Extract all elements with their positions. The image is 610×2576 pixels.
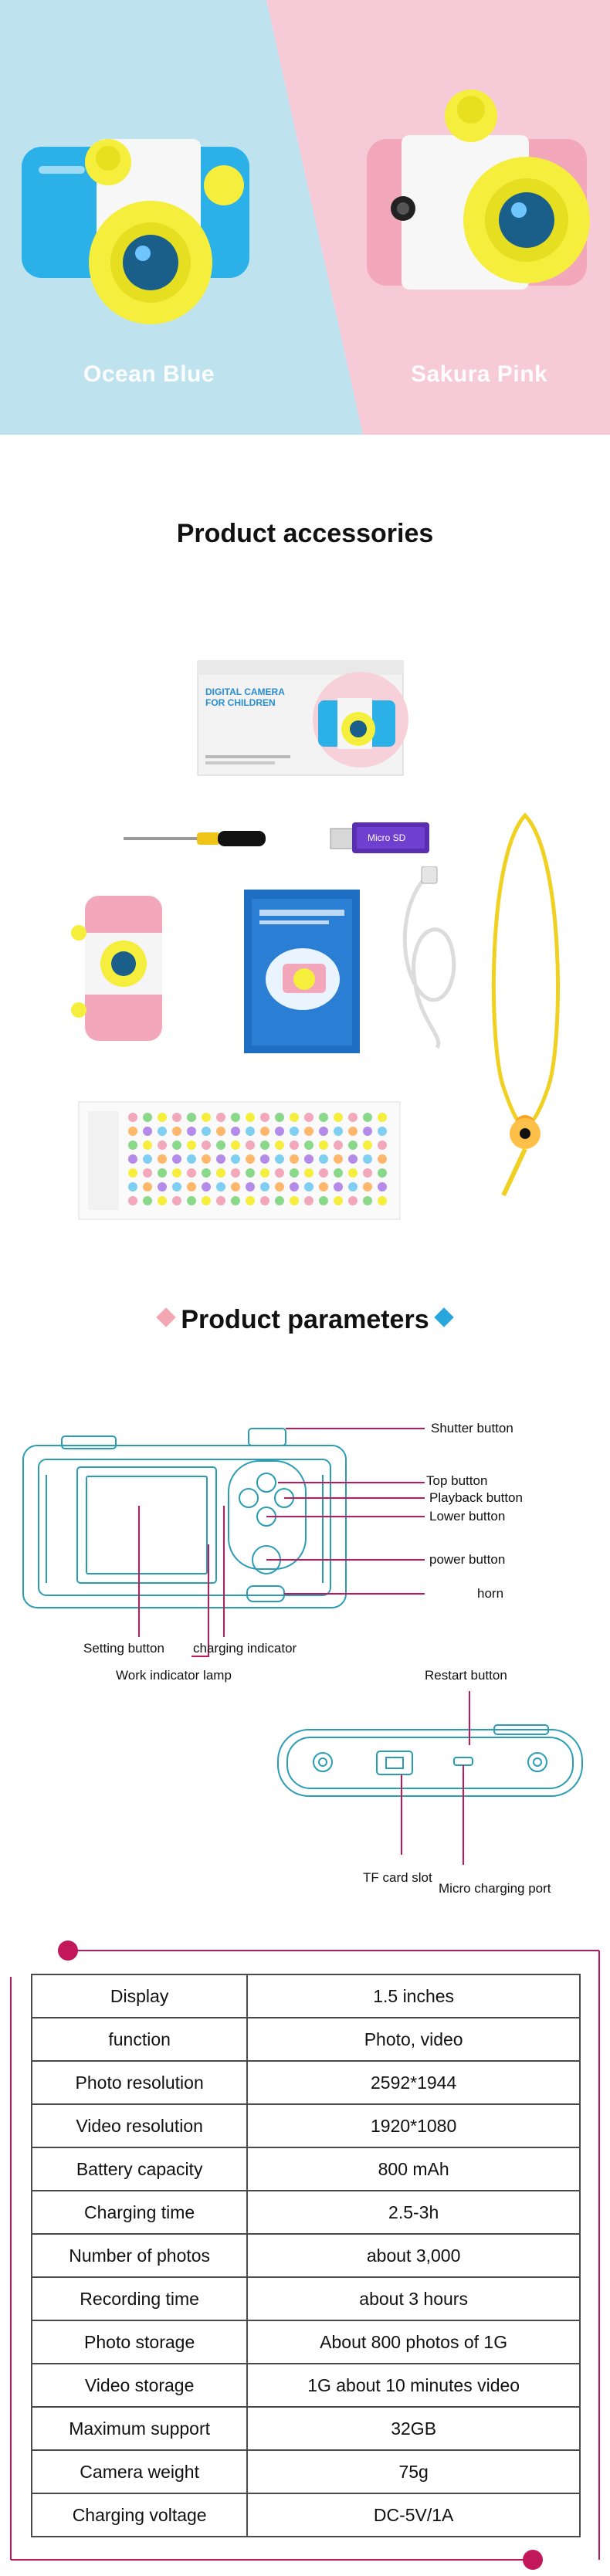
hero-label-sakura-pink: Sakura Pink xyxy=(411,361,548,387)
spec-value: 800 mAh xyxy=(246,2147,581,2191)
spec-key: function xyxy=(30,2017,249,2062)
callout-restart: Restart button xyxy=(425,1668,507,1683)
spec-key: Number of photos xyxy=(30,2233,249,2278)
callout-lower: Lower button xyxy=(429,1509,506,1524)
spec-key: Video storage xyxy=(30,2363,249,2408)
spec-key: Video resolution xyxy=(30,2103,249,2148)
hero-label-ocean-blue: Ocean Blue xyxy=(83,361,215,387)
spec-value: about 3,000 xyxy=(246,2233,581,2278)
spec-value: about 3 hours xyxy=(246,2276,581,2321)
diamond-blue-icon xyxy=(433,1307,454,1327)
callout-charging: charging indicator xyxy=(193,1641,297,1656)
callout-power: power button xyxy=(429,1552,506,1567)
frame-dot-bottom-icon xyxy=(523,2550,543,2570)
callout-micro-port: Micro charging port xyxy=(439,1881,551,1896)
spec-value: 32GB xyxy=(246,2406,581,2451)
card-reader-text: Micro SD xyxy=(368,832,406,843)
spec-key: Photo storage xyxy=(30,2320,249,2364)
diamond-pink-icon xyxy=(156,1307,177,1327)
accessories-title: Product accessories xyxy=(176,519,434,548)
spec-key: Recording time xyxy=(30,2276,249,2321)
hero-banner: Ocean Blue Sakura Pink xyxy=(0,0,610,435)
screwdriver-icon xyxy=(124,823,270,854)
camera-front-diagram: Shutter button Top button Playback butto… xyxy=(0,1390,610,1695)
box-title-line1: DIGITAL CAMERA xyxy=(205,686,285,697)
hero-illustration xyxy=(0,0,610,435)
callout-playback: Playback button xyxy=(429,1490,523,1505)
lanyard-icon xyxy=(473,809,581,1211)
callout-top: Top button xyxy=(426,1473,488,1488)
camera-sakura-pink-icon xyxy=(367,90,590,290)
callout-work-lamp: Work indicator lamp xyxy=(116,1668,232,1683)
spec-value: 1G about 10 minutes video xyxy=(246,2363,581,2408)
frame-dot-top-icon xyxy=(58,1940,78,1961)
camera-bottom-diagram: Restart button TF card slot Micro chargi… xyxy=(0,1660,610,1911)
spec-key: Charging voltage xyxy=(30,2493,249,2537)
spec-key: Maximum support xyxy=(30,2406,249,2451)
spec-value: About 800 photos of 1G xyxy=(246,2320,581,2364)
card-reader-icon: Micro SD xyxy=(326,815,434,858)
callout-shutter: Shutter button xyxy=(431,1421,513,1435)
spec-frame xyxy=(0,1938,610,2576)
spec-value: DC-5V/1A xyxy=(246,2493,581,2537)
product-box: DIGITAL CAMERA FOR CHILDREN xyxy=(195,658,411,780)
spec-value: 2.5-3h xyxy=(246,2190,581,2235)
camera-ocean-blue-icon xyxy=(22,139,249,324)
spec-key: Photo resolution xyxy=(30,2060,249,2105)
callout-horn: horn xyxy=(477,1586,504,1601)
spec-value: 1920*1080 xyxy=(246,2103,581,2148)
spec-value: Photo, video xyxy=(246,2017,581,2062)
spec-key: Display xyxy=(30,1974,249,2018)
user-manual-icon xyxy=(241,886,364,1056)
spec-value: 2592*1944 xyxy=(246,2060,581,2105)
camera-accessory-icon xyxy=(71,886,171,1049)
spec-value: 1.5 inches xyxy=(246,1974,581,2018)
sticker-sheet-icon xyxy=(77,1100,402,1221)
spec-key: Battery capacity xyxy=(30,2147,249,2191)
spec-value: 75g xyxy=(246,2449,581,2494)
box-title-line2: FOR CHILDREN xyxy=(205,697,276,708)
usb-cable-icon xyxy=(391,866,476,1052)
parameters-title: Product parameters xyxy=(0,1305,610,1335)
callout-tf-slot: TF card slot xyxy=(363,1870,432,1885)
parameters-title-text: Product parameters xyxy=(181,1305,429,1334)
spec-key: Camera weight xyxy=(30,2449,249,2494)
callout-setting: Setting button xyxy=(83,1641,164,1656)
spec-key: Charging time xyxy=(30,2190,249,2235)
